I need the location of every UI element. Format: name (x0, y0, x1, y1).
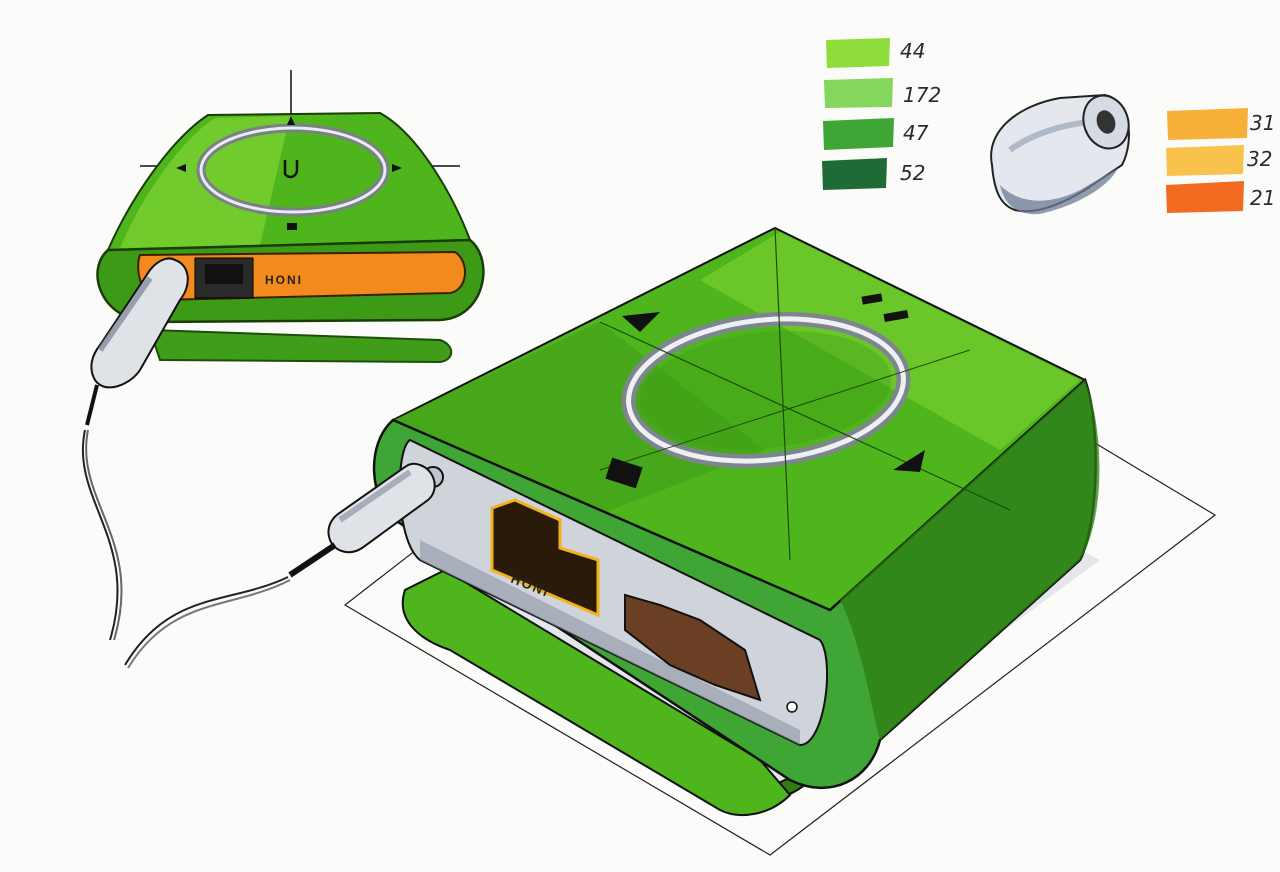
swatch-code: 52 (900, 161, 925, 185)
swatch-chip (824, 78, 893, 108)
swatch-code: 21 (1250, 186, 1275, 210)
swatch-green-44: 44 (826, 38, 925, 68)
swatch-chip (826, 38, 890, 68)
swatch-code: 31 (1250, 111, 1275, 135)
swatch-code: 47 (903, 121, 929, 145)
small-left-arrow-icon (176, 164, 186, 172)
pause-icon (861, 293, 909, 323)
earbud-icon (990, 93, 1130, 215)
swatch-code: 32 (1247, 147, 1272, 171)
swatch-orange-21: 21 (1166, 181, 1275, 213)
swatch-chip (822, 158, 887, 190)
small-device-brand: HONI (265, 273, 303, 287)
stop-icon (605, 457, 643, 489)
swatch-code: 44 (900, 39, 925, 63)
audio-jack-icon (124, 462, 436, 669)
large-device-sketch: HONI (124, 226, 1217, 856)
next-arrow-icon (893, 450, 925, 472)
small-up-arrow-icon (287, 116, 295, 125)
swatch-chip (1166, 145, 1244, 176)
swatch-chip (1166, 181, 1244, 213)
swatch-orange-32: 32 (1166, 145, 1272, 176)
swatch-green-172: 172 (824, 78, 941, 108)
swatch-green-52: 52 (822, 158, 925, 190)
swatch-orange-31: 31 (1167, 108, 1275, 140)
small-device-sketch: HONI (81, 70, 485, 641)
play-icon (622, 312, 660, 332)
swatch-green-47: 47 (823, 118, 929, 150)
small-right-arrow-icon (392, 164, 402, 172)
swatch-chip (1167, 108, 1248, 140)
swatch-chip (823, 118, 894, 150)
swatch-code: 172 (903, 83, 941, 107)
large-card-slot (624, 593, 762, 702)
large-usb-port (490, 498, 600, 618)
small-audio-jack-icon (81, 257, 189, 641)
